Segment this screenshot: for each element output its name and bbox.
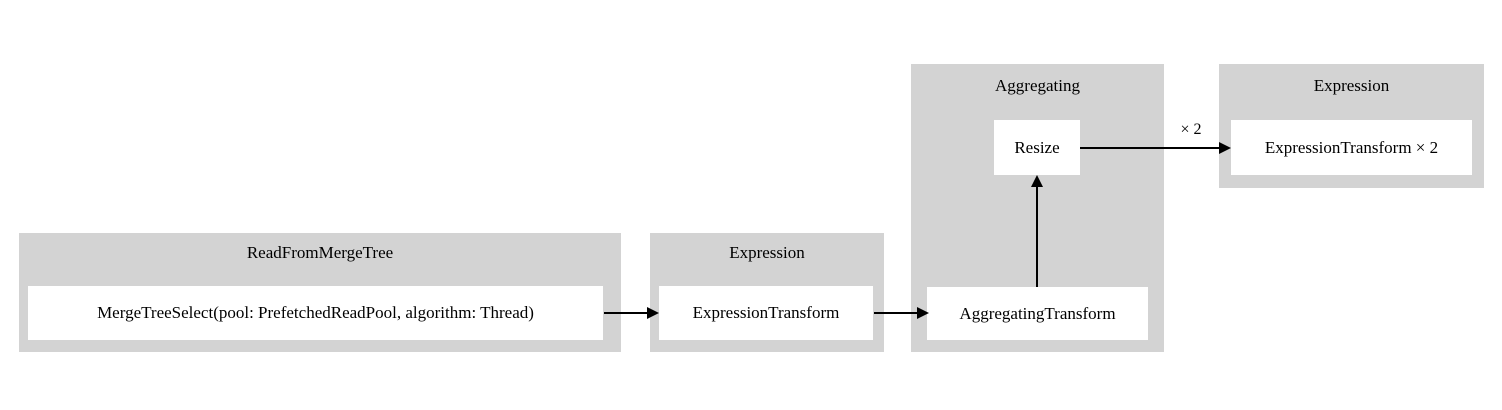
node-expression-transform-x2[interactable]: ExpressionTransform × 2 (1231, 120, 1472, 175)
cluster-title-aggregating: Aggregating (995, 76, 1080, 95)
node-resize[interactable]: Resize (994, 120, 1080, 175)
node-label-resize: Resize (1014, 137, 1060, 157)
node-label-expression-transform: ExpressionTransform (692, 303, 840, 322)
node-label-merge-tree-select: MergeTreeSelect(pool: PrefetchedReadPool… (97, 303, 534, 322)
edge-expression-transform-to-aggregating-transform (874, 312, 918, 314)
cluster-title-expression-1: Expression (729, 243, 805, 262)
arrowhead-aggregating-transform-to-resize (1031, 175, 1043, 187)
edge-label-resize-to-expression-transform-x2: × 2 (1180, 121, 1202, 138)
edge-resize-to-expression-transform-x2 (1080, 147, 1221, 149)
edge-merge-tree-select-to-expression-transform (604, 312, 648, 314)
node-label-aggregating-transform: AggregatingTransform (959, 303, 1116, 323)
edge-aggregating-transform-to-resize (1036, 187, 1038, 287)
arrowhead-merge-tree-select-to-expression-transform (647, 307, 659, 319)
arrowhead-resize-to-expression-transform-x2 (1219, 142, 1231, 154)
arrowhead-expression-transform-to-aggregating-transform (917, 307, 929, 319)
node-merge-tree-select[interactable]: MergeTreeSelect(pool: PrefetchedReadPool… (28, 286, 603, 340)
node-expression-transform[interactable]: ExpressionTransform (659, 286, 873, 340)
cluster-title-read-from-merge-tree: ReadFromMergeTree (246, 243, 394, 262)
node-aggregating-transform[interactable]: AggregatingTransform (927, 287, 1148, 340)
node-label-expression-transform-x2: ExpressionTransform × 2 (1264, 137, 1439, 157)
cluster-title-expression-2: Expression (1313, 76, 1390, 95)
